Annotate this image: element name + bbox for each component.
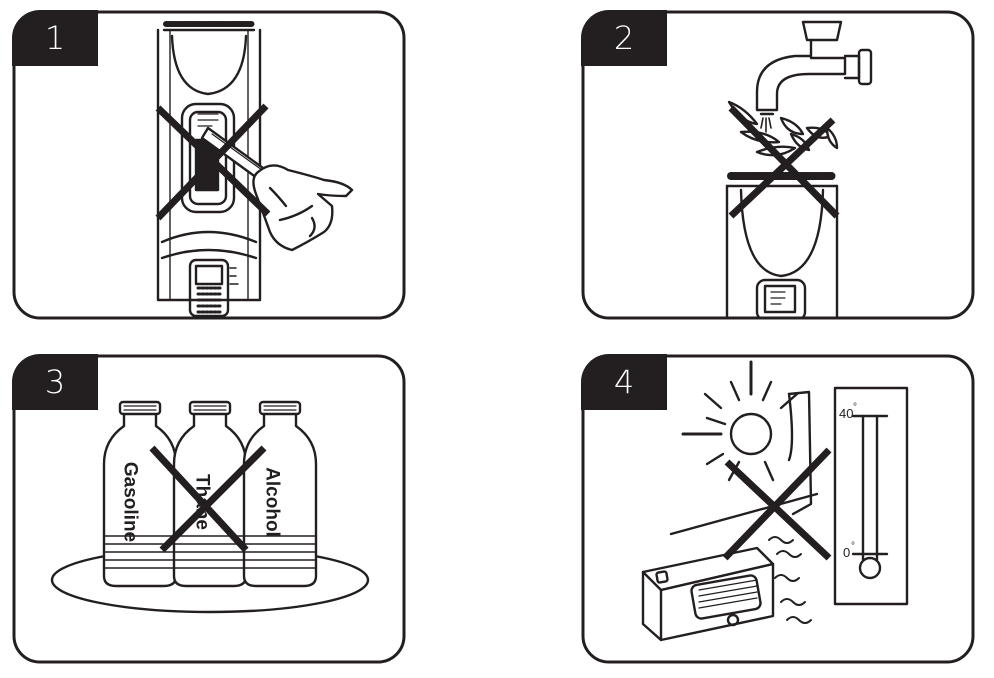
step-badge-1: 1	[12, 10, 98, 66]
thermometer-max-value: 40	[839, 406, 853, 421]
prohibited-cross-icon	[155, 103, 271, 221]
clipper-icon	[725, 172, 839, 318]
window-icon	[669, 390, 819, 536]
panel-1: 1	[12, 10, 406, 320]
panel-1-frame	[12, 10, 406, 320]
thermometer-min-unit: °	[851, 541, 855, 552]
step-number-2: 2	[613, 19, 635, 57]
bottle-alcohol-icon	[242, 400, 318, 588]
panel-2-illustration	[581, 10, 975, 320]
panel-2-frame	[581, 10, 975, 320]
step-number-3: 3	[44, 363, 66, 401]
panel-2: 2	[581, 10, 975, 320]
panel-4: 40 ° 0 ° 4	[581, 354, 975, 664]
water-tap-icon	[755, 20, 873, 133]
step-number-4: 4	[613, 363, 635, 401]
prohibited-cross-icon	[149, 445, 267, 553]
prohibited-cross-icon	[728, 105, 840, 219]
panel-3-illustration: Gasoline Thane Alcohol	[12, 354, 406, 664]
panel-3: Gasoline Thane Alcohol 3	[12, 354, 406, 664]
heater-icon	[641, 546, 775, 642]
hand-icon	[252, 164, 354, 252]
prohibited-cross-icon	[722, 447, 832, 561]
thermometer-min-value: 0	[843, 545, 850, 560]
panel-4-illustration: 40 ° 0 °	[581, 354, 975, 664]
bottle-label-gasoline: Gasoline	[120, 462, 141, 542]
step-number-1: 1	[44, 19, 66, 57]
heat-wave-icon	[768, 536, 812, 624]
step-badge-4: 4	[581, 354, 667, 410]
panel-1-illustration	[12, 10, 406, 320]
sun-icon	[681, 360, 799, 482]
step-badge-3: 3	[12, 354, 98, 410]
step-badge-2: 2	[581, 10, 667, 66]
thermometer-max-unit: °	[853, 402, 857, 413]
panel-4-frame	[581, 354, 975, 664]
bottle-label-alcohol: Alcohol	[262, 467, 283, 537]
panel-3-frame	[12, 354, 406, 664]
thermometer-icon	[833, 386, 909, 606]
